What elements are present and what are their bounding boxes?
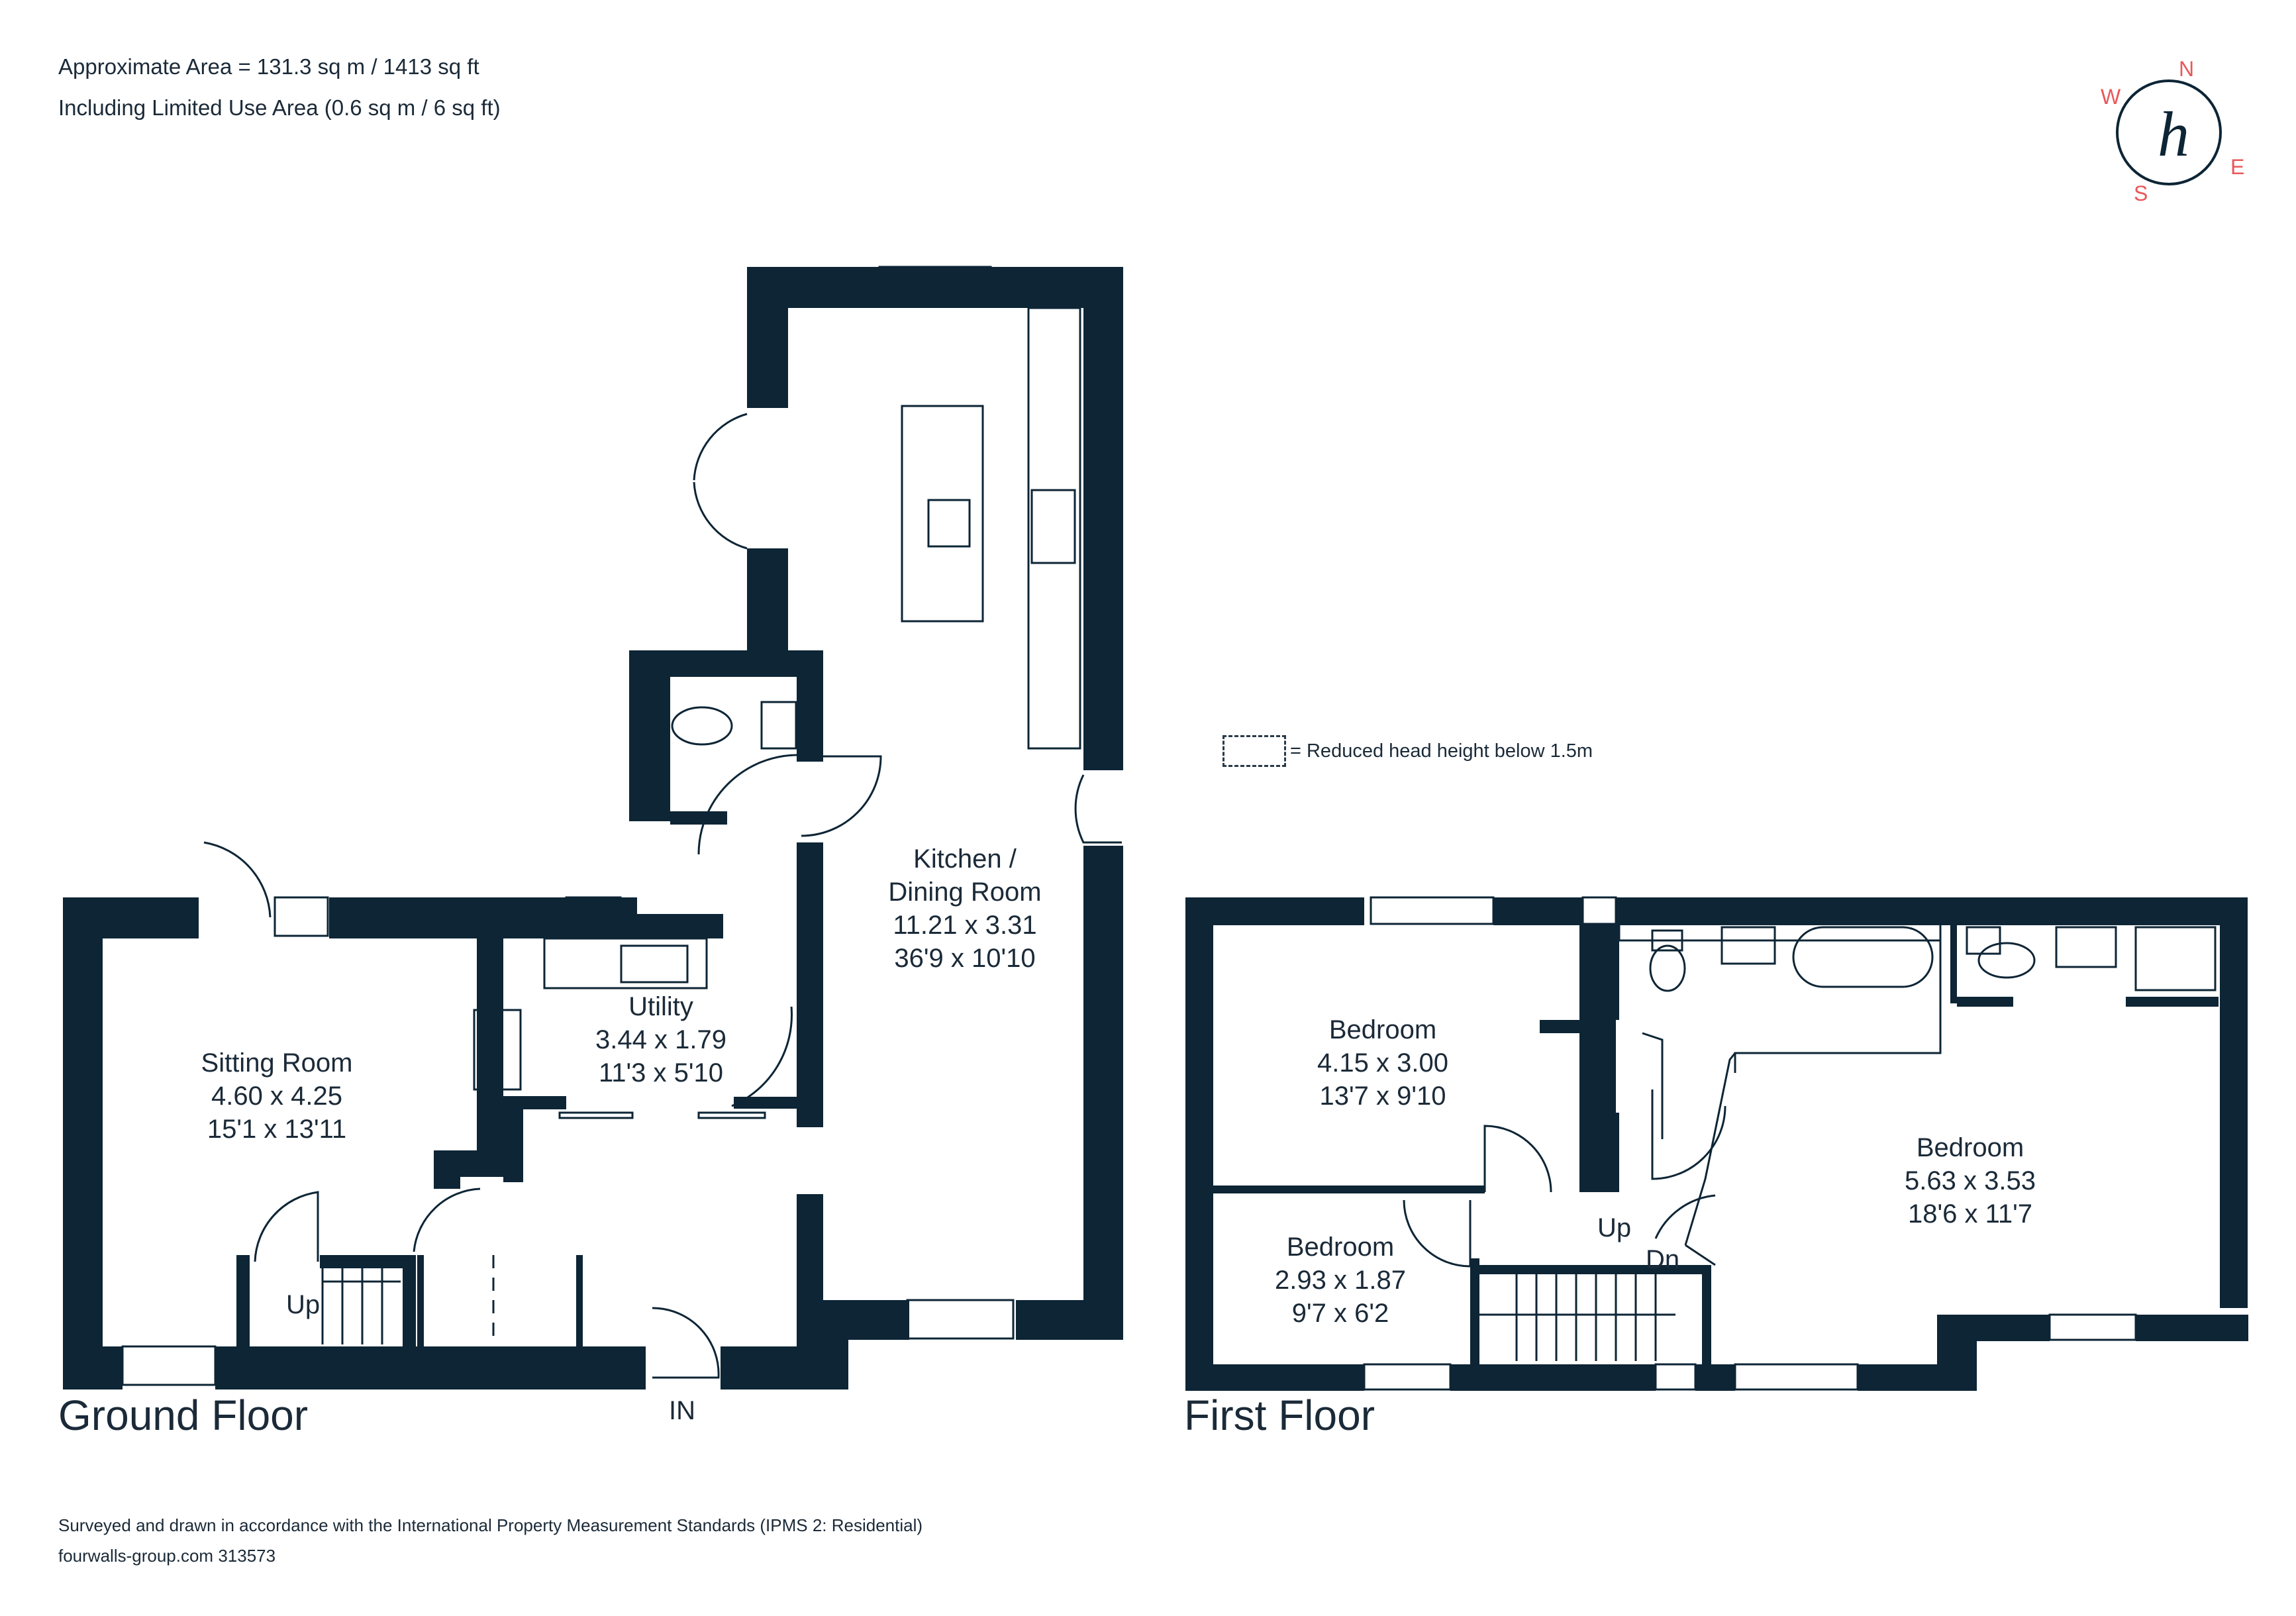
kitchen-worktop — [1027, 307, 1081, 750]
room-name: Utility — [628, 992, 693, 1021]
bedroom3-diagonal-wall — [1684, 1052, 1736, 1266]
kitchen-side-door — [1074, 774, 1122, 844]
first-floor-title: First Floor — [1184, 1391, 1375, 1439]
room-imperial: 13'7 x 9'10 — [1319, 1082, 1446, 1111]
hob — [1030, 489, 1076, 564]
window-landing — [1654, 1363, 1697, 1391]
room-metric: 11.21 x 3.31 — [893, 911, 1037, 940]
room-metric: 2.93 x 1.87 — [1275, 1266, 1406, 1295]
bedroom1-door — [1483, 1125, 1552, 1193]
utility-sink — [620, 944, 689, 984]
legend-text: = Reduced head height below 1.5m — [1290, 740, 1593, 762]
ground-floor-walls — [63, 267, 1123, 1389]
ensuite-wc — [1977, 942, 2036, 979]
utility-worktop — [543, 937, 708, 989]
area-text: Approximate Area = 131.3 sq m / 1413 sq … — [58, 54, 479, 79]
room-metric: 5.63 x 3.53 — [1905, 1166, 2036, 1195]
room-metric: 4.15 x 3.00 — [1317, 1048, 1448, 1078]
stairs-first — [1479, 1274, 1675, 1361]
room-name: Kitchen / — [913, 844, 1017, 874]
bathroom-wc-cistern — [1651, 929, 1683, 952]
room-name: Bedroom — [1286, 1233, 1395, 1262]
stair-door — [254, 1191, 319, 1262]
compass-s: S — [2134, 181, 2148, 205]
window-sitting-bottom — [121, 1345, 217, 1386]
standards-note: Surveyed and drawn in accordance with th… — [58, 1515, 923, 1535]
room-bedroom-1: Bedroom 4.15 x 3.00 13'7 x 9'10 — [1317, 1013, 1448, 1113]
bedroom3-door — [1654, 1194, 1716, 1239]
room-metric: 3.44 x 1.79 — [595, 1025, 726, 1054]
room-utility: Utility 3.44 x 1.79 11'3 x 5'10 — [595, 990, 726, 1089]
bathroom-basin — [1721, 926, 1776, 965]
compass-w: W — [2101, 85, 2121, 109]
ground-floor-title: Ground Floor — [58, 1391, 309, 1439]
logo-letter: h — [2158, 99, 2189, 170]
sliding-door-left — [558, 1111, 634, 1119]
ensuite-basin — [2055, 926, 2117, 968]
stairs-down-first: Dn — [1646, 1245, 1680, 1274]
bathroom-outline — [1618, 924, 1942, 1073]
legend-dashed-box — [1223, 735, 1286, 767]
compass-e: E — [2230, 155, 2244, 179]
room-bedroom-2: Bedroom 2.93 x 1.87 9'7 x 6'2 — [1275, 1231, 1406, 1330]
room-imperial: 11'3 x 5'10 — [598, 1058, 723, 1087]
room-name: Bedroom — [1916, 1133, 2024, 1162]
window-kitchen-top — [878, 266, 992, 307]
room-name: Bedroom — [1328, 1015, 1437, 1044]
hall-door — [413, 1187, 481, 1252]
wc-cistern — [631, 707, 654, 740]
compass-icon: N E S W h — [2101, 57, 2244, 205]
airing-cupboard — [1642, 1032, 1664, 1139]
entrance-label: IN — [669, 1396, 695, 1425]
wc-basin — [760, 701, 797, 750]
room-kitchen-dining: Kitchen / Dining Room 11.21 x 3.31 36'9 … — [888, 842, 1041, 975]
reference-note: fourwalls-group.com 313573 — [58, 1546, 276, 1566]
wc-door — [801, 755, 882, 837]
room-imperial: 18'6 x 11'7 — [1907, 1199, 2032, 1229]
room-imperial: 15'1 x 13'11 — [207, 1115, 347, 1144]
kitchen-island — [901, 405, 984, 623]
window-utility — [565, 896, 622, 925]
sitting-room-back-door — [203, 841, 272, 918]
wc — [671, 706, 733, 746]
utility-inner-door — [731, 1006, 793, 1107]
bathroom-wc — [1649, 944, 1686, 992]
window-kitchen-bottom — [906, 1299, 1015, 1340]
bedroom2-door — [1403, 1199, 1472, 1268]
window-bedroom3-right — [2048, 1313, 2137, 1341]
bathroom-door — [1651, 1089, 1726, 1180]
window-sitting-top — [274, 896, 329, 937]
compass-n: N — [2179, 57, 2194, 81]
window-bedroom3-left — [1734, 1363, 1859, 1391]
room-metric: 4.60 x 4.25 — [211, 1082, 342, 1111]
french-doors — [693, 413, 748, 550]
bath — [1792, 926, 1934, 988]
front-door — [652, 1307, 720, 1379]
room-sitting-room: Sitting Room 4.60 x 4.25 15'1 x 13'11 — [201, 1046, 353, 1146]
limited-use-text: Including Limited Use Area (0.6 sq m / 6… — [58, 95, 501, 120]
legend: = Reduced head height below 1.5m — [1223, 735, 1593, 767]
first-floor-fixtures — [1363, 896, 2217, 1391]
compass-logo: N E S W h — [2093, 56, 2245, 209]
room-bedroom-3: Bedroom 5.63 x 3.53 18'6 x 11'7 — [1905, 1131, 2036, 1231]
stairs-up-ground: Up — [286, 1290, 321, 1319]
room-imperial: 36'9 x 10'10 — [894, 944, 1036, 973]
first-floor-walls — [1185, 897, 2248, 1391]
chimney — [473, 1009, 522, 1091]
stairs-ground — [321, 1268, 401, 1344]
utility-door — [697, 754, 799, 855]
ensuite-wc-cistern — [1966, 926, 2001, 955]
stairs-up-first: Up — [1597, 1213, 1632, 1242]
room-imperial: 9'7 x 6'2 — [1291, 1299, 1389, 1328]
room-name-2: Dining Room — [888, 878, 1042, 907]
island-sink — [927, 499, 971, 548]
window-bedroom2 — [1363, 1363, 1452, 1391]
room-name: Sitting Room — [201, 1048, 353, 1078]
window-bedroom1 — [1370, 896, 1495, 925]
sliding-door-right — [697, 1111, 766, 1119]
ground-floor-fixtures — [121, 266, 1122, 1386]
ensuite-shower — [2134, 926, 2217, 991]
window-bathroom — [1581, 896, 1617, 925]
